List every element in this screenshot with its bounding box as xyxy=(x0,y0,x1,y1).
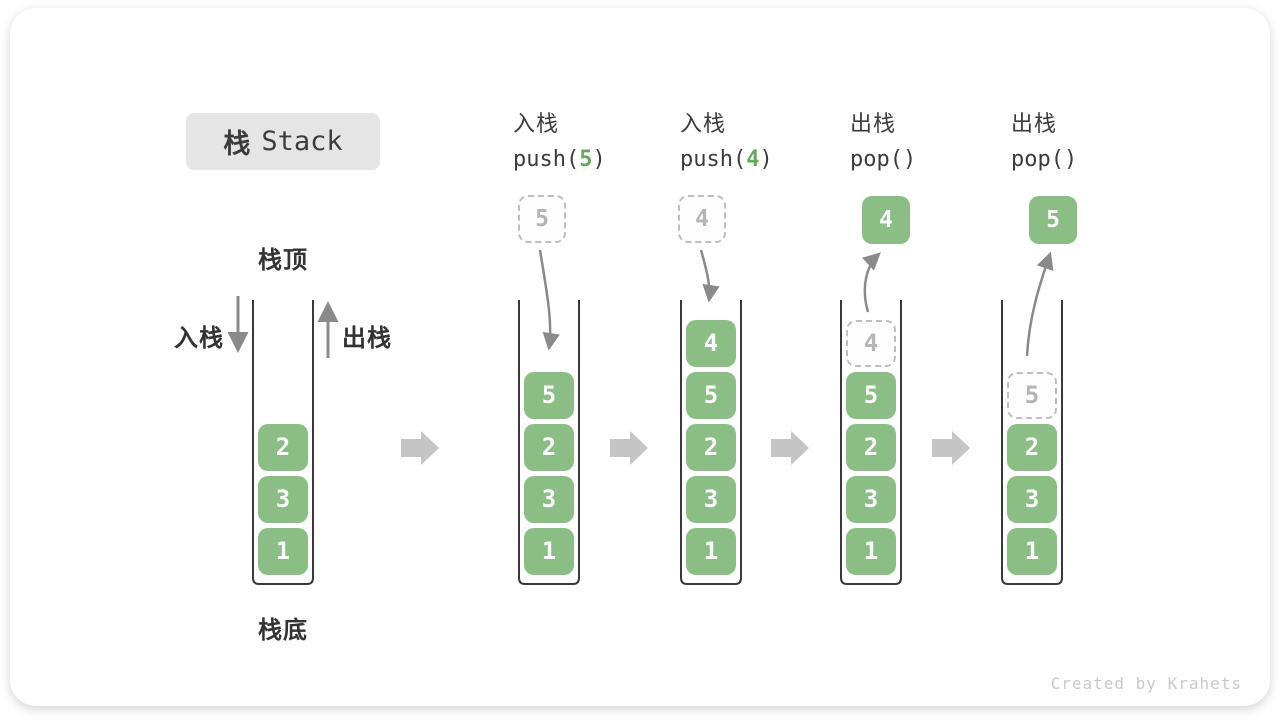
stack-item: 5 xyxy=(524,372,574,419)
stack-item: 1 xyxy=(686,528,736,575)
title-badge-en: Stack xyxy=(261,126,343,157)
code-suf: ) xyxy=(759,147,773,172)
stack-item: 3 xyxy=(846,476,896,523)
stack-item: 3 xyxy=(524,476,574,523)
operation-label-pop2: 出栈 pop() xyxy=(1011,106,1077,172)
stack-item: 5 xyxy=(686,372,736,419)
title-badge: 栈 Stack xyxy=(186,113,380,170)
operation-title: 入栈 xyxy=(513,111,560,136)
floating-value-box: 5 xyxy=(1029,196,1077,244)
stack-item-ghost: 4 xyxy=(846,320,896,367)
pop-side-label: 出栈 xyxy=(342,325,392,352)
code-arg: 4 xyxy=(746,147,760,172)
stack-item: 2 xyxy=(686,424,736,471)
operation-label-pop1: 出栈 pop() xyxy=(850,106,916,172)
watermark: Created by Krahets xyxy=(1050,674,1242,693)
title-badge-cn: 栈 xyxy=(223,129,251,159)
operation-code: push(4) xyxy=(680,147,773,172)
stack-item: 1 xyxy=(524,528,574,575)
code-pre: pop( xyxy=(850,147,903,172)
code-suf: ) xyxy=(1063,147,1078,172)
operation-code: pop() xyxy=(1011,147,1077,172)
code-pre: push( xyxy=(680,147,747,172)
stack-item: 2 xyxy=(258,424,308,471)
stack-item: 3 xyxy=(258,476,308,523)
stack-item: 1 xyxy=(258,528,308,575)
operation-label-push5: 入栈 push(5) xyxy=(513,106,606,172)
stack-item: 4 xyxy=(686,320,736,367)
code-arg: 5 xyxy=(579,147,593,172)
stack-item: 3 xyxy=(686,476,736,523)
stack-item: 2 xyxy=(846,424,896,471)
floating-value-box: 4 xyxy=(678,195,726,243)
stack-item: 1 xyxy=(1007,528,1057,575)
stack-bottom-label: 栈底 xyxy=(258,617,308,644)
operation-code: pop() xyxy=(850,147,916,172)
code-suf: ) xyxy=(902,147,917,172)
push-side-label: 入栈 xyxy=(174,325,224,352)
code-suf: ) xyxy=(592,147,606,172)
operation-title: 出栈 xyxy=(850,111,897,136)
stack-item: 2 xyxy=(524,424,574,471)
floating-value-box: 5 xyxy=(518,195,566,243)
floating-value-box: 4 xyxy=(862,196,910,244)
stack-item: 1 xyxy=(846,528,896,575)
stack-item: 3 xyxy=(1007,476,1057,523)
stack-item: 2 xyxy=(1007,424,1057,471)
code-pre: pop( xyxy=(1011,147,1064,172)
code-pre: push( xyxy=(513,147,580,172)
operation-title: 入栈 xyxy=(680,111,727,136)
stack-item: 5 xyxy=(846,372,896,419)
operation-label-push4: 入栈 push(4) xyxy=(680,106,773,172)
stack-top-label: 栈顶 xyxy=(258,247,308,274)
stack-item-ghost: 5 xyxy=(1007,372,1057,419)
operation-code: push(5) xyxy=(513,147,606,172)
operation-title: 出栈 xyxy=(1011,111,1058,136)
